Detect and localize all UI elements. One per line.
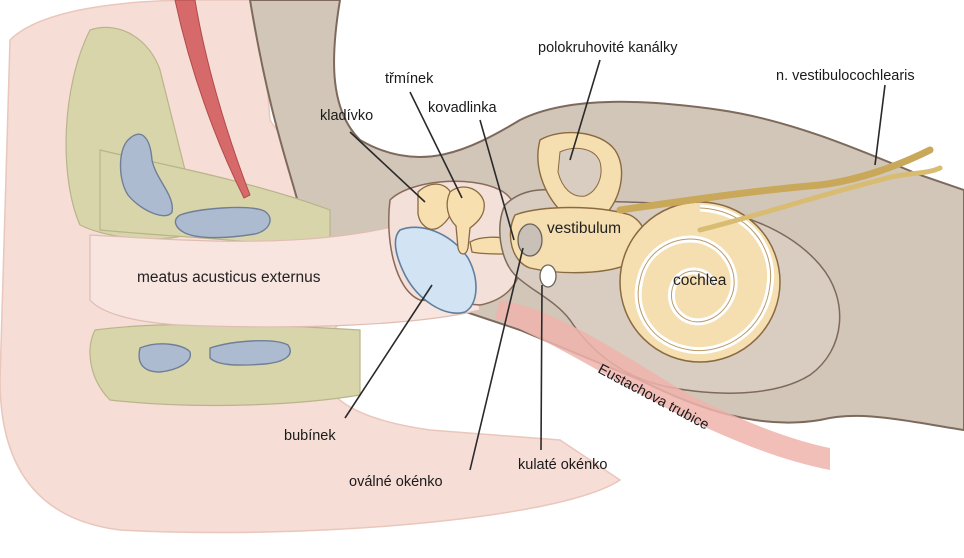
fat-pad-4 bbox=[210, 341, 290, 365]
leader-round bbox=[541, 285, 542, 450]
round-window bbox=[540, 265, 556, 287]
label-malleus: kladívko bbox=[320, 108, 373, 124]
label-cochlea: cochlea bbox=[673, 272, 727, 289]
label-nerve: n. vestibulocochlearis bbox=[776, 68, 915, 84]
label-semicircular-canals: polokruhovité kanálky bbox=[538, 40, 678, 56]
cartilage-lower bbox=[90, 324, 360, 405]
label-external-canal: meatus acusticus externus bbox=[137, 269, 321, 286]
label-eardrum: bubínek bbox=[284, 428, 336, 444]
fat-pad-2 bbox=[175, 208, 270, 238]
label-incus: kovadlinka bbox=[428, 100, 497, 116]
label-round-window: kulaté okénko bbox=[518, 457, 607, 473]
label-stapes: třmínek bbox=[385, 71, 434, 87]
label-vestibule: vestibulum bbox=[547, 220, 621, 237]
label-oval-window: oválné okénko bbox=[349, 474, 443, 490]
